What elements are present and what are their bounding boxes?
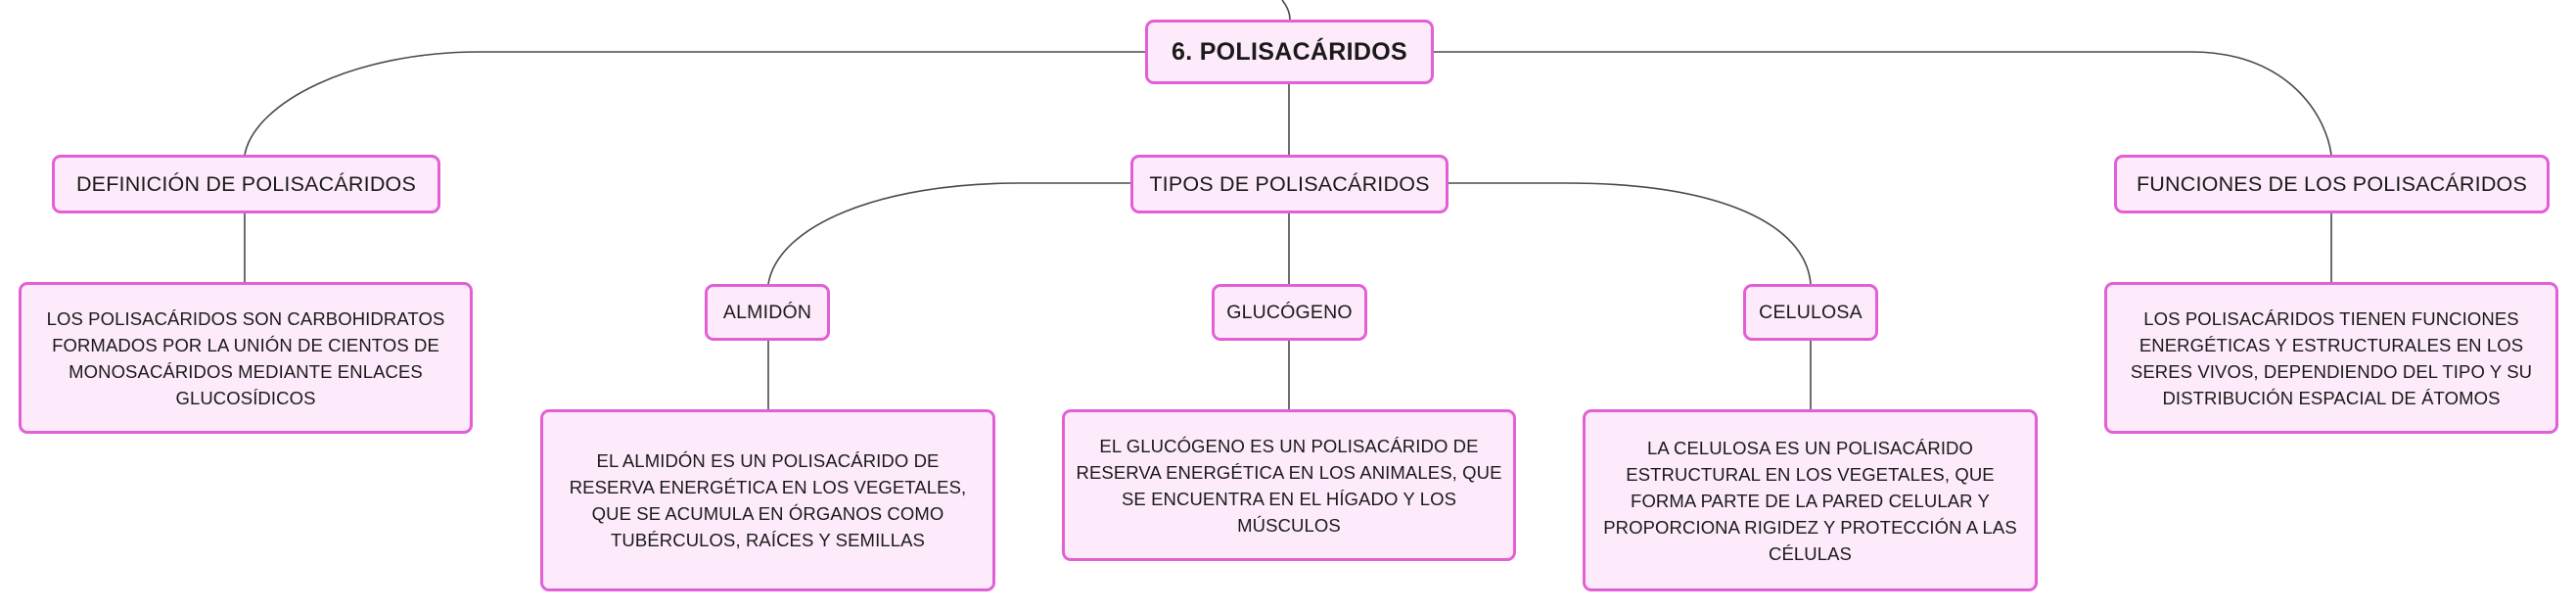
connector-tipos-to-almidon (767, 182, 1130, 285)
root-node-label: 6. POLISACÁRIDOS (1172, 37, 1407, 66)
almidon-node-label: ALMIDÓN (722, 301, 812, 323)
funciones-node-label: FUNCIONES DE LOS POLISACÁRIDOS (2136, 171, 2528, 196)
almidon-text: EL ALMIDÓN ES UN POLISACÁRIDO DE RESERVA… (569, 450, 967, 550)
connector-root-to-funciones (1434, 51, 2332, 156)
connector-tipos-to-celulosa (1449, 182, 1812, 285)
root-node[interactable]: 6. POLISACÁRIDOS (1145, 20, 1434, 84)
connector-parent-to-root (1281, 0, 1291, 21)
celulosa-text: LA CELULOSA ES UN POLISACÁRIDO ESTRUCTUR… (1603, 437, 2017, 564)
funciones-node[interactable]: FUNCIONES DE LOS POLISACÁRIDOS (2114, 155, 2550, 213)
definicion-node[interactable]: DEFINICIÓN DE POLISACÁRIDOS (52, 155, 440, 213)
tipos-node[interactable]: TIPOS DE POLISACÁRIDOS (1130, 155, 1449, 213)
funciones-text: LOS POLISACÁRIDOS TIENEN FUNCIONES ENERG… (2130, 307, 2533, 408)
connector-root-to-definicion (244, 51, 1147, 156)
celulosa-text-node[interactable]: LA CELULOSA ES UN POLISACÁRIDO ESTRUCTUR… (1583, 409, 2038, 591)
definicion-node-label: DEFINICIÓN DE POLISACÁRIDOS (75, 171, 417, 196)
tipos-node-label: TIPOS DE POLISACÁRIDOS (1149, 171, 1430, 196)
celulosa-node[interactable]: CELULOSA (1743, 284, 1878, 341)
glucogeno-text: EL GLUCÓGENO ES UN POLISACÁRIDO DE RESER… (1076, 435, 1502, 536)
almidon-text-node[interactable]: EL ALMIDÓN ES UN POLISACÁRIDO DE RESERVA… (540, 409, 995, 591)
definicion-text: LOS POLISACÁRIDOS SON CARBOHIDRATOS FORM… (46, 307, 445, 408)
glucogeno-node-label: GLUCÓGENO (1226, 301, 1353, 323)
definicion-text-node[interactable]: LOS POLISACÁRIDOS SON CARBOHIDRATOS FORM… (19, 282, 473, 434)
glucogeno-node[interactable]: GLUCÓGENO (1212, 284, 1367, 341)
almidon-node[interactable]: ALMIDÓN (705, 284, 830, 341)
funciones-text-node[interactable]: LOS POLISACÁRIDOS TIENEN FUNCIONES ENERG… (2104, 282, 2558, 434)
glucogeno-text-node[interactable]: EL GLUCÓGENO ES UN POLISACÁRIDO DE RESER… (1062, 409, 1516, 561)
celulosa-node-label: CELULOSA (1759, 301, 1863, 323)
